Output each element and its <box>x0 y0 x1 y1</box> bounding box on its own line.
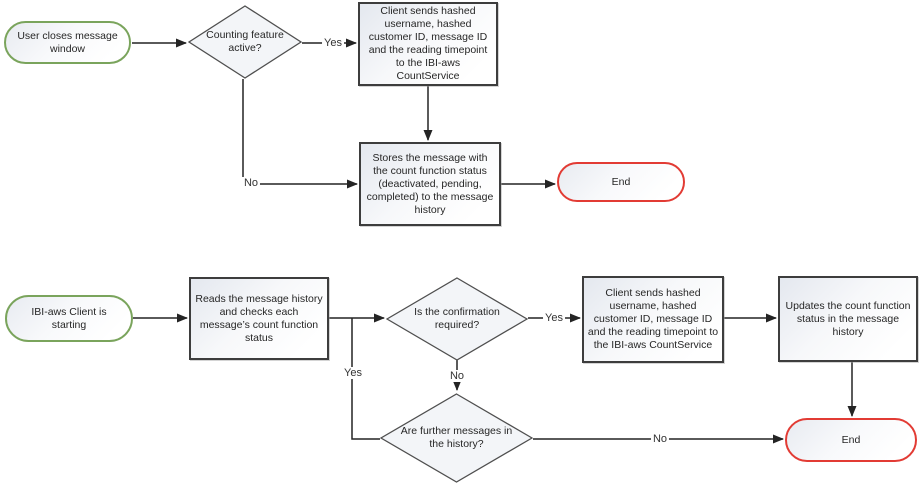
process-client-sends-top: Client sends hashed username, hashed cus… <box>358 2 498 86</box>
decision-counting-feature-label: Counting feature active? <box>206 29 284 54</box>
end-node-bottom: End <box>785 418 917 462</box>
start-node-client-starting: IBI-aws Client is starting <box>5 295 133 342</box>
decision-further-messages-label: Are further messages in the history? <box>400 425 513 450</box>
edge-label-counting-yes: Yes <box>322 37 344 49</box>
start-node-user-closes-window: User closes message window <box>4 21 131 64</box>
decision-diamond-shape <box>386 277 528 361</box>
decision-confirmation-required-label: Is the confirmation required? <box>414 306 500 331</box>
edge-label-further-yes: Yes <box>342 367 364 379</box>
process-client-sends-bottom: Client sends hashed username, hashed cus… <box>582 276 724 363</box>
process-reads-history: Reads the message history and checks eac… <box>189 277 329 360</box>
end-node-top: End <box>557 162 685 202</box>
edge-label-further-no: No <box>650 433 670 445</box>
process-updates-status: Updates the count function status in the… <box>778 276 918 362</box>
decision-diamond-shape <box>188 5 302 79</box>
decision-further-messages: Are further messages in the history? <box>380 393 533 483</box>
edge-label-confirmation-no: No <box>447 370 467 382</box>
edge-label-counting-no: No <box>241 177 261 189</box>
process-stores-message: Stores the message with the count functi… <box>359 142 501 226</box>
decision-confirmation-required: Is the confirmation required? <box>386 277 528 361</box>
edge-label-confirmation-yes: Yes <box>543 312 565 324</box>
edge-further-yes-loop <box>351 318 380 440</box>
decision-counting-feature: Counting feature active? <box>188 5 302 79</box>
edge-counting-no-to-store <box>242 79 358 189</box>
decision-diamond-shape <box>380 393 533 483</box>
